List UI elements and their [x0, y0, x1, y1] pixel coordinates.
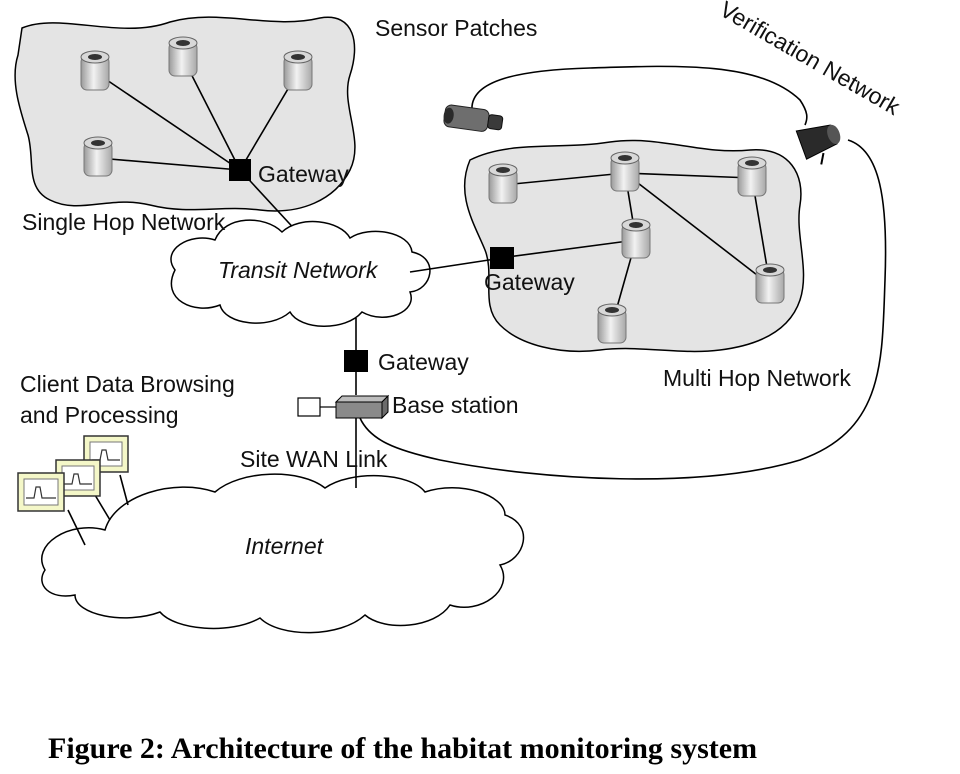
gateway-single-hop	[229, 159, 251, 181]
label-single-hop-network: Single Hop Network	[22, 209, 226, 235]
label-gateway-multi: Gateway	[484, 269, 575, 295]
label-site-wan-link: Site WAN Link	[240, 446, 388, 472]
label-gateway-base: Gateway	[378, 349, 469, 375]
base-station-icon	[297, 394, 390, 420]
wiring	[67, 65, 887, 546]
label-verification-network: Verification Network	[716, 0, 905, 120]
gateway-base	[344, 350, 368, 372]
label-multi-hop-network: Multi Hop Network	[663, 365, 851, 391]
label-client-line1: Client Data Browsing	[20, 371, 235, 397]
transit-network-cloud	[170, 219, 431, 327]
label-base-station: Base station	[392, 392, 519, 418]
gateway-multi-hop	[490, 247, 514, 269]
camera-icon	[795, 124, 841, 165]
label-client-line2: and Processing	[20, 402, 179, 428]
label-gateway-single: Gateway	[258, 161, 349, 187]
label-internet: Internet	[245, 533, 325, 559]
camera-icon	[443, 104, 504, 132]
label-transit-network: Transit Network	[218, 257, 379, 283]
internet-cloud	[41, 473, 525, 634]
client-monitor-icon	[17, 472, 65, 512]
label-sensor-patches: Sensor Patches	[375, 15, 537, 41]
figure-caption: Figure 2: Architecture of the habitat mo…	[48, 732, 757, 765]
single-hop-links	[94, 57, 301, 236]
